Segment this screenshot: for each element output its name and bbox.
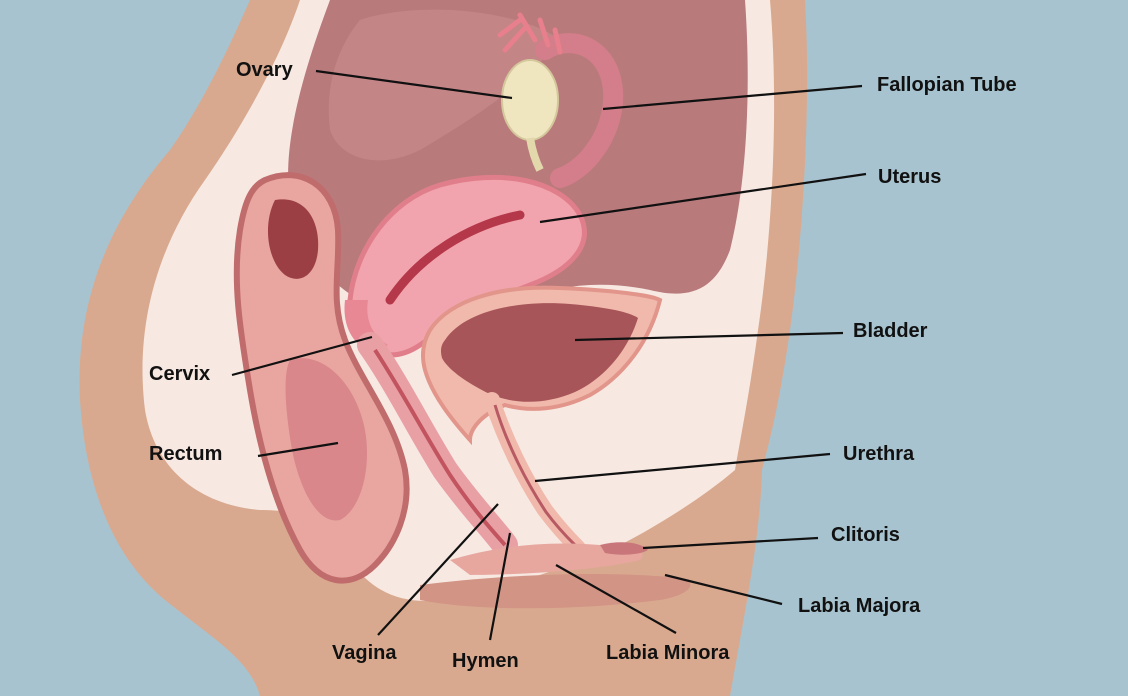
label-ovary: Ovary [236, 59, 293, 81]
ovarian-ligament [526, 137, 544, 172]
label-uterus: Uterus [878, 166, 942, 188]
urethra-lumen [493, 404, 580, 550]
label-labia-majora: Labia Majora [798, 595, 921, 617]
clitoris-shape [600, 542, 648, 555]
peritoneum-highlight [328, 9, 560, 161]
labia-majora-shape [420, 574, 691, 609]
label-rectum: Rectum [149, 443, 223, 465]
fimbriae [497, 12, 563, 55]
uterine-cavity [385, 210, 525, 305]
leader-rectum [257, 441, 339, 458]
label-vagina: Vagina [332, 642, 397, 664]
label-cervix: Cervix [149, 363, 211, 385]
label-hymen: Hymen [452, 650, 519, 672]
leader-clitoris [642, 536, 819, 550]
rectum-lumen [267, 199, 319, 279]
vagina-lumen [373, 348, 507, 547]
leader-fallopian-tube [602, 84, 863, 111]
leader-cervix [231, 335, 373, 377]
labia-minora-shape [450, 543, 643, 575]
leader-urethra [534, 452, 831, 483]
leader-ovary [315, 69, 513, 100]
leader-hymen [488, 532, 512, 641]
label-bladder: Bladder [853, 320, 928, 342]
rectum-lower [285, 358, 368, 521]
label-fallopian-tube: Fallopian Tube [877, 74, 1017, 96]
label-clitoris: Clitoris [831, 524, 900, 546]
leader-labia-minora [555, 564, 677, 634]
label-labia-minora: Labia Minora [606, 642, 730, 664]
leader-uterus [539, 172, 867, 224]
fallopian-tube-shape [535, 33, 624, 188]
leader-labia-majora [664, 573, 783, 606]
bladder-lumen [441, 303, 638, 402]
label-urethra: Urethra [843, 443, 915, 465]
leader-bladder [574, 331, 844, 342]
leader-vagina [377, 503, 499, 636]
